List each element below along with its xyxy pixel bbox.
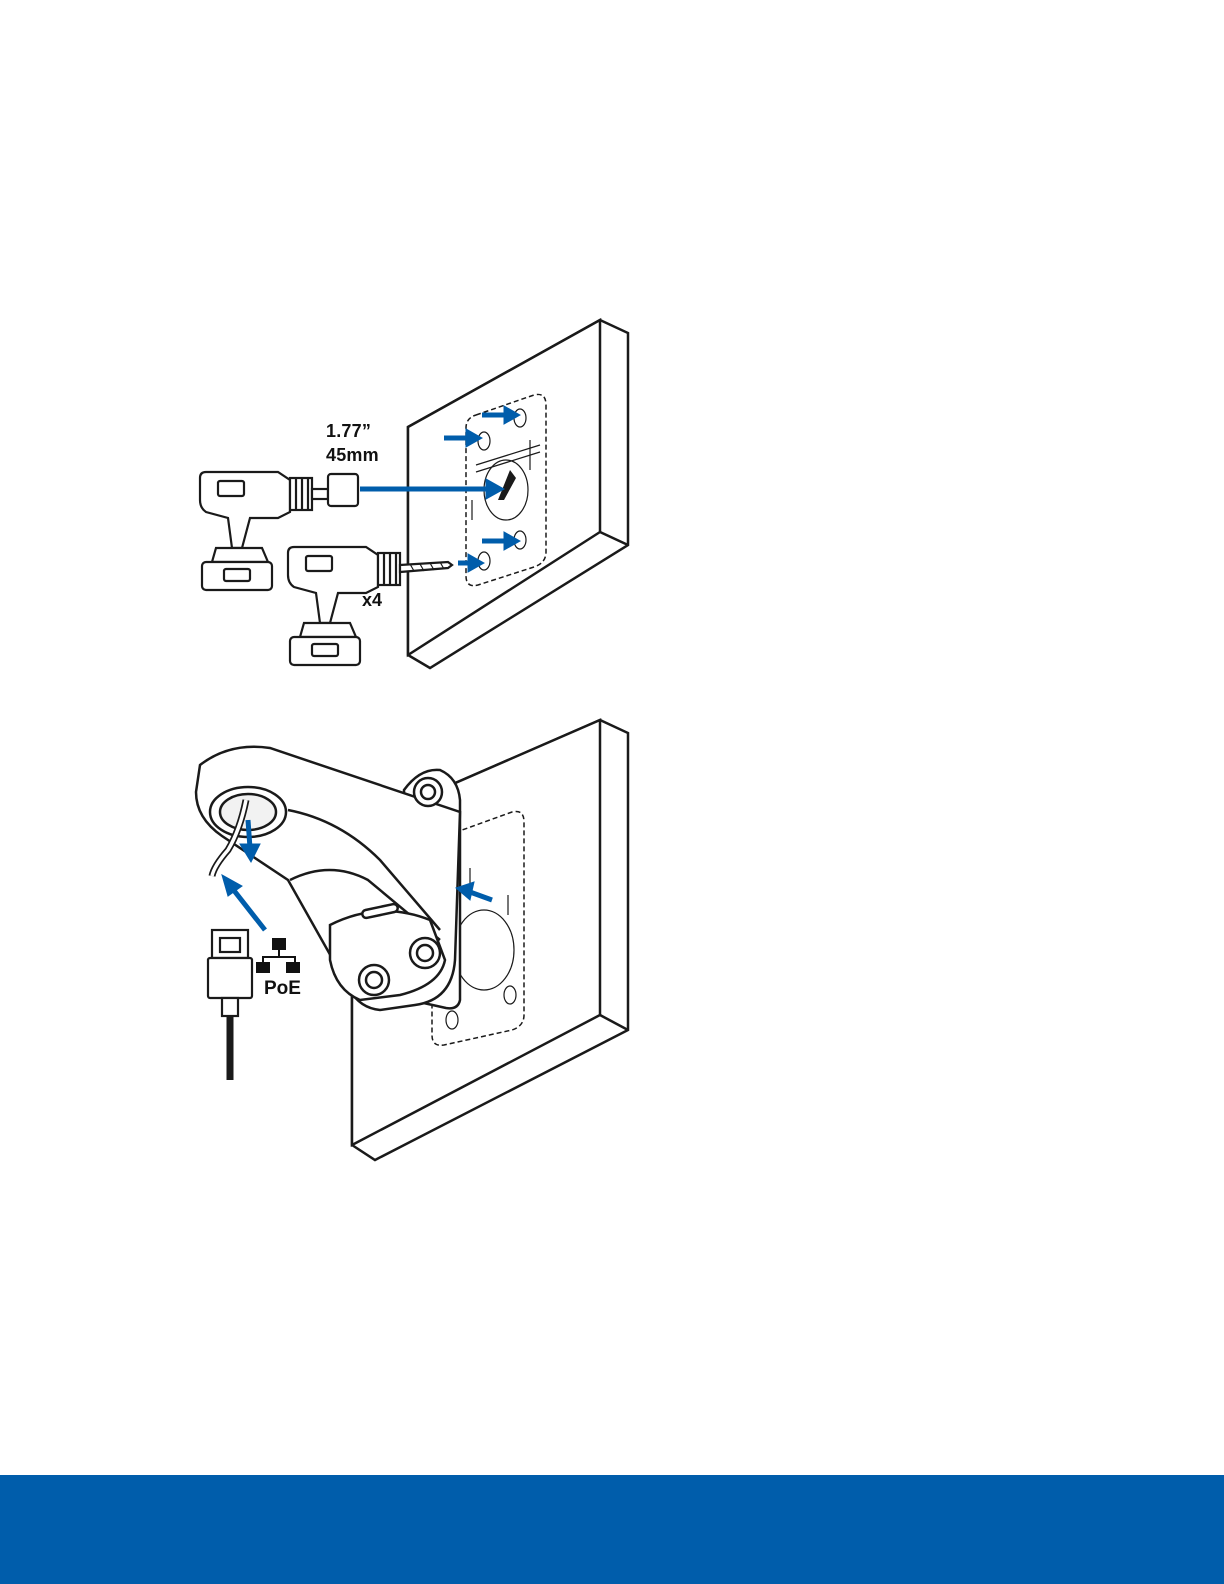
step2-illustration (0, 0, 1224, 1200)
footer-bar (0, 1475, 1224, 1584)
network-icon (256, 938, 300, 973)
poe-label: PoE (264, 978, 301, 1000)
rj45-connector-icon (208, 930, 252, 1080)
